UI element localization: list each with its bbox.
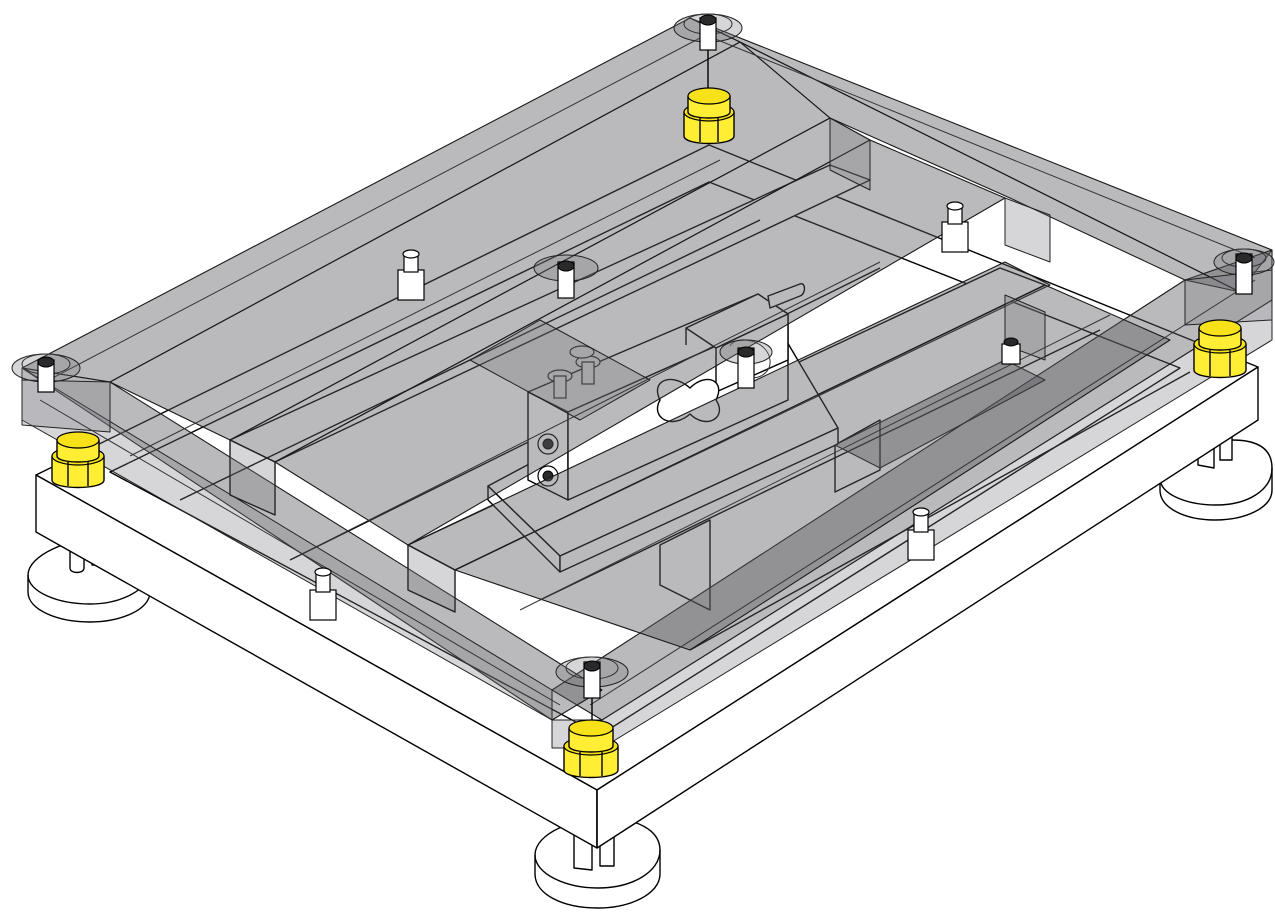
bolt-3	[309, 567, 337, 621]
bolt-4	[907, 507, 935, 561]
corner-pad-front	[555, 656, 629, 720]
bolt-2	[941, 201, 969, 253]
frame-bolts	[309, 201, 1021, 621]
foot-front	[534, 817, 661, 909]
stop-nut-left	[51, 431, 105, 489]
corner-pad-left	[11, 353, 81, 393]
load-cell-pad	[533, 254, 773, 389]
top-frame-transparent	[21, 17, 1273, 749]
bolt-5	[1001, 337, 1021, 365]
corner-pad-back	[673, 13, 743, 90]
corner-pad-right	[1213, 248, 1275, 295]
bolt-1	[397, 249, 425, 301]
stop-nut-back	[683, 87, 735, 145]
stop-nut-front	[563, 719, 619, 779]
stop-nut-right	[1193, 319, 1247, 379]
